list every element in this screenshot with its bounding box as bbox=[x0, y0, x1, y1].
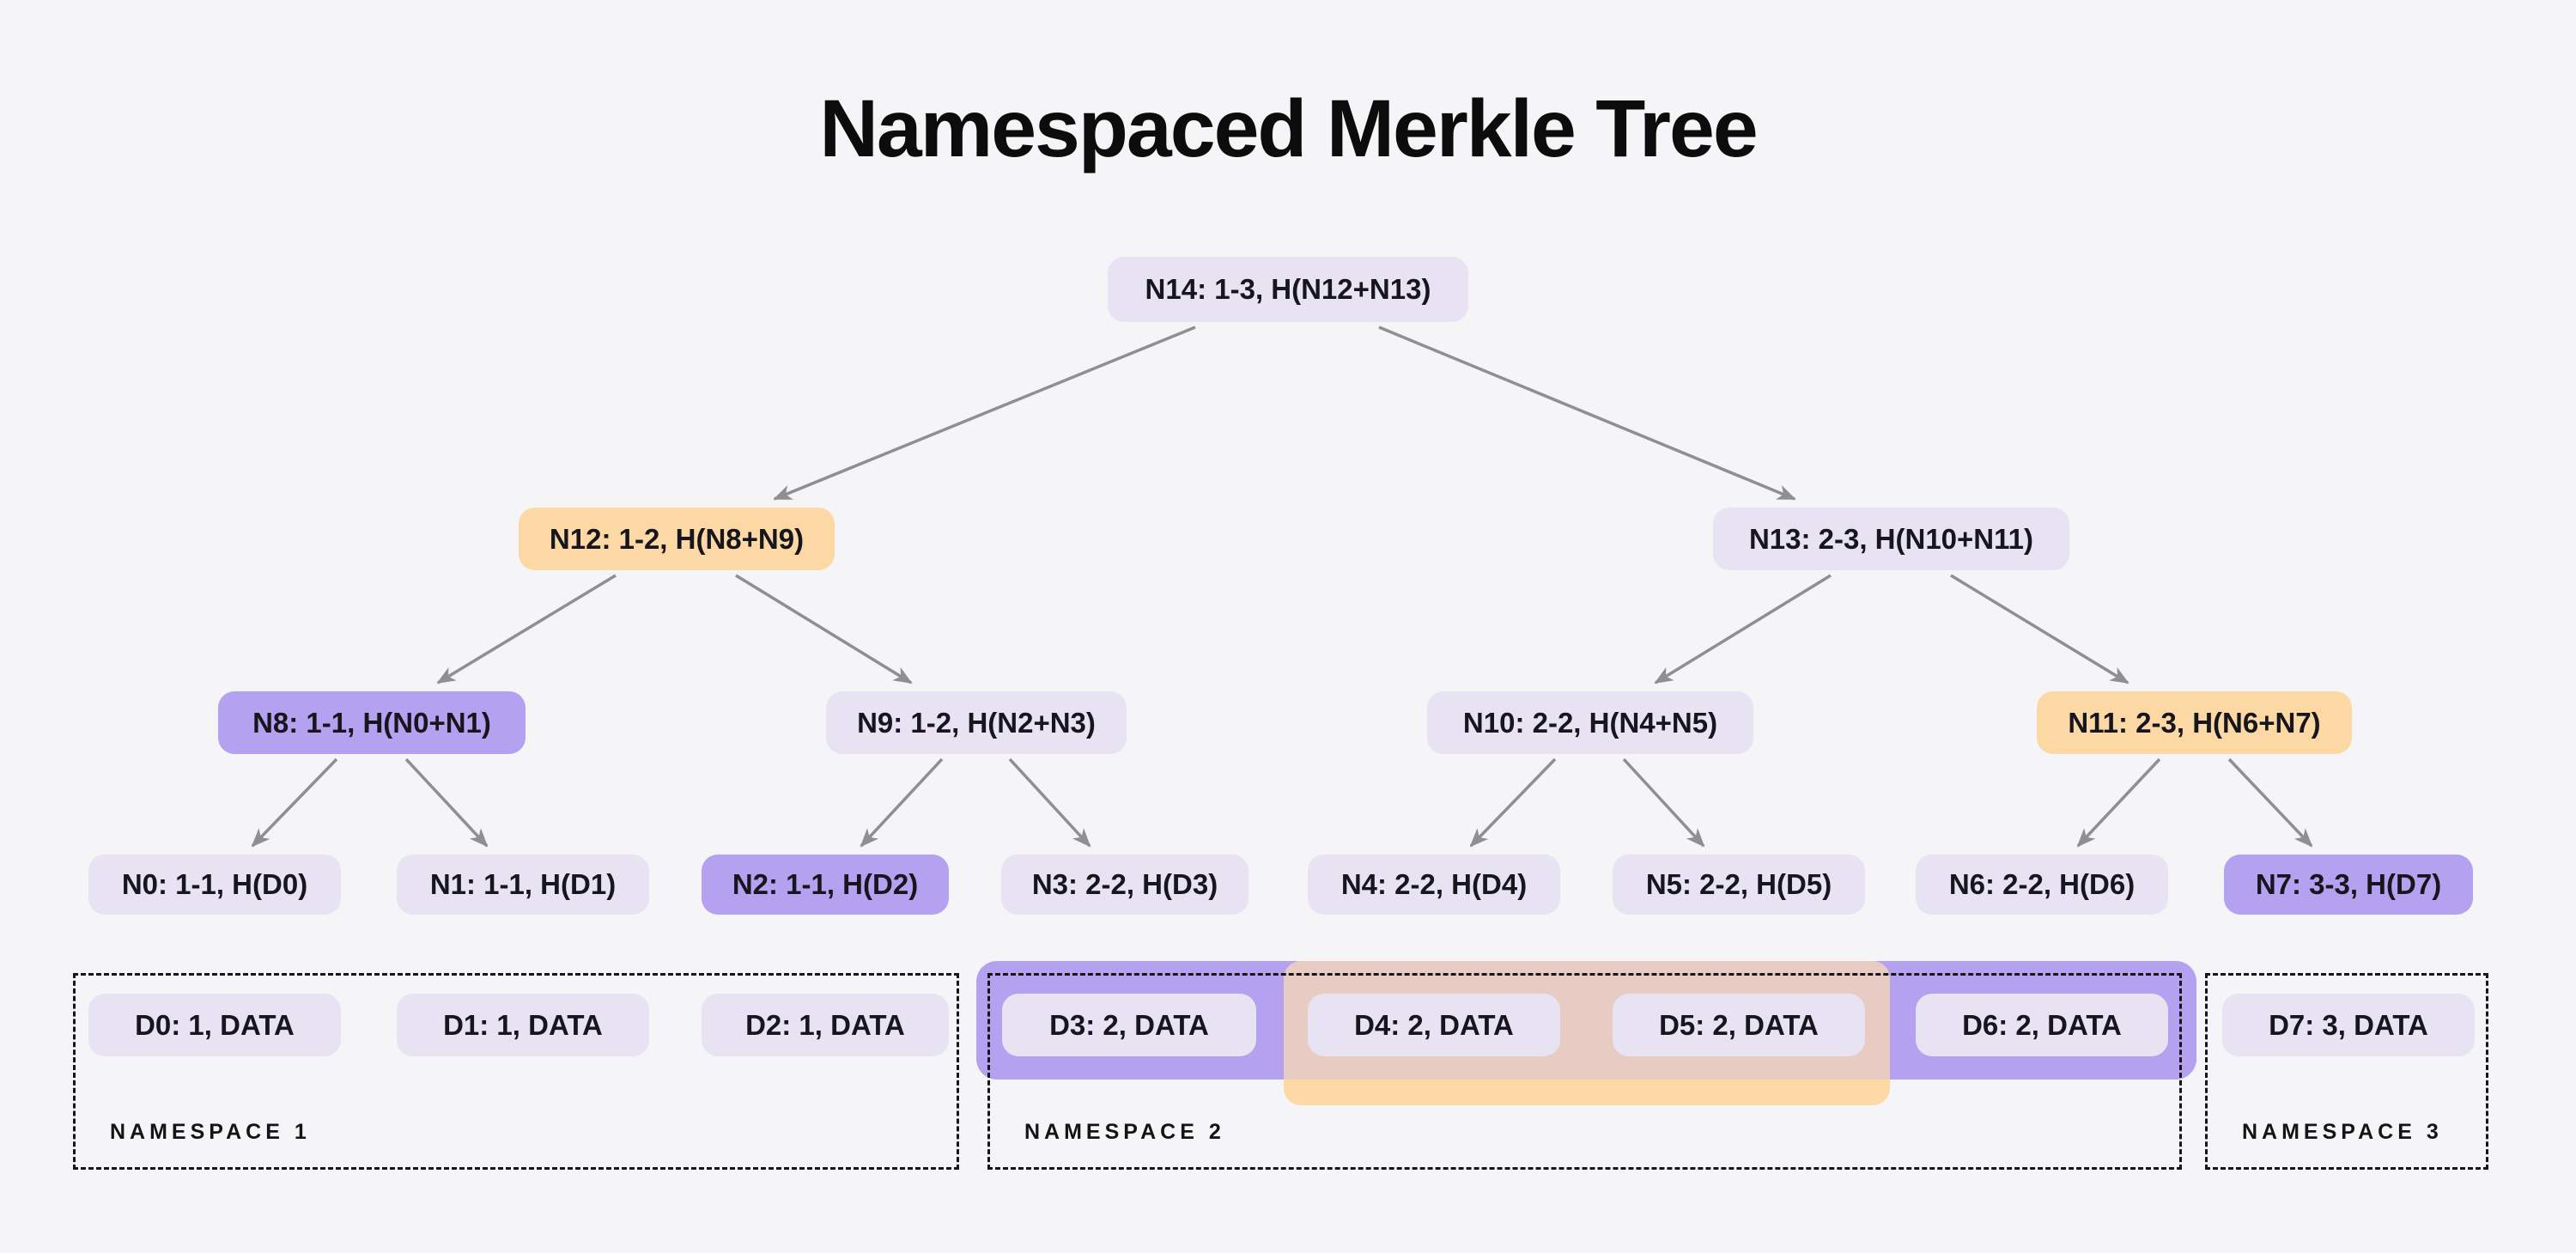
diagram-title: Namespaced Merkle Tree bbox=[819, 83, 1758, 174]
node-N9: N9: 1-2, H(N2+N3) bbox=[826, 691, 1127, 754]
namespace-1-label: NAMESPACE 1 bbox=[110, 1120, 311, 1144]
data-leaf-D5: D5: 2, DATA bbox=[1613, 994, 1865, 1056]
node-N2: N2: 1-1, H(D2) bbox=[702, 855, 949, 915]
node-N14-root: N14: 1-3, H(N12+N13) bbox=[1108, 257, 1468, 322]
data-leaf-D0: D0: 1, DATA bbox=[88, 994, 341, 1056]
node-N0: N0: 1-1, H(D0) bbox=[88, 855, 341, 915]
namespace-2-box: NAMESPACE 2 bbox=[987, 973, 2182, 1170]
node-N7: N7: 3-3, H(D7) bbox=[2224, 855, 2473, 915]
node-N8: N8: 1-1, H(N0+N1) bbox=[218, 691, 526, 754]
data-leaf-D7: D7: 3, DATA bbox=[2222, 994, 2475, 1056]
node-N1: N1: 1-1, H(D1) bbox=[397, 855, 649, 915]
data-leaf-D4: D4: 2, DATA bbox=[1308, 994, 1560, 1056]
namespace-1-box: NAMESPACE 1 bbox=[73, 973, 959, 1170]
node-N6: N6: 2-2, H(D6) bbox=[1916, 855, 2168, 915]
data-leaf-D3: D3: 2, DATA bbox=[1002, 994, 1256, 1056]
namespace-3-label: NAMESPACE 3 bbox=[2242, 1120, 2443, 1144]
node-N5: N5: 2-2, H(D5) bbox=[1613, 855, 1865, 915]
node-N13: N13: 2-3, H(N10+N11) bbox=[1713, 508, 2069, 570]
data-leaf-D2: D2: 1, DATA bbox=[702, 994, 949, 1056]
data-leaf-D6: D6: 2, DATA bbox=[1916, 994, 2168, 1056]
node-N12: N12: 1-2, H(N8+N9) bbox=[519, 508, 835, 570]
namespace-3-box: NAMESPACE 3 bbox=[2205, 973, 2488, 1170]
node-N3: N3: 2-2, H(D3) bbox=[1001, 855, 1249, 915]
node-N10: N10: 2-2, H(N4+N5) bbox=[1427, 691, 1753, 754]
node-N4: N4: 2-2, H(D4) bbox=[1308, 855, 1560, 915]
namespace-2-label: NAMESPACE 2 bbox=[1024, 1120, 1225, 1144]
data-leaf-D1: D1: 1, DATA bbox=[397, 994, 649, 1056]
node-N11: N11: 2-3, H(N6+N7) bbox=[2037, 691, 2352, 754]
